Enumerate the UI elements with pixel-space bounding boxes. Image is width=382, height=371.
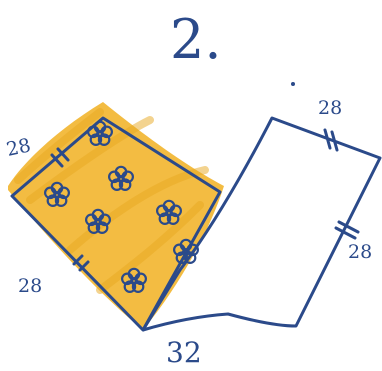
- tick-right-side: [334, 220, 360, 240]
- right-parallelogram-outline: [141, 116, 382, 332]
- left-square-fill-texture: [14, 108, 209, 294]
- ink-dot: [291, 82, 295, 86]
- label-top-left-side: 28: [4, 134, 32, 161]
- label-top-right-side: 28: [318, 97, 342, 119]
- tick-top-left-side: [50, 147, 70, 168]
- label-right-side: 28: [348, 241, 372, 263]
- label-bottom-left-side: 28: [18, 275, 42, 297]
- label-bottom-side: 32: [166, 336, 202, 369]
- tick-top-right-side: [323, 128, 339, 152]
- problem-number: 2.: [170, 8, 222, 71]
- tick-bottom-left-side: [72, 254, 90, 272]
